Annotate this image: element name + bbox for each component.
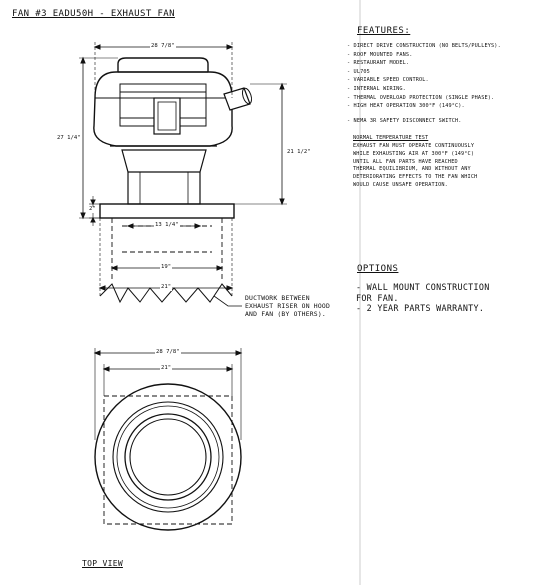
dim-overall-width: 28 7/8" [150, 43, 176, 50]
top-outer-circle [94, 383, 242, 531]
duct-break [99, 283, 233, 304]
option-line: - WALL MOUNT CONSTRUCTION [356, 282, 490, 292]
drawing-title: FAN #3 EADU50H - EXHAUST FAN [12, 9, 175, 19]
feature-item: - UL705 [347, 68, 370, 75]
curb-base [99, 203, 235, 219]
feature-item: - DIRECT DRIVE CONSTRUCTION (NO BELTS/PU… [347, 43, 501, 49]
dim-top-inner: 21" [160, 365, 173, 372]
normal-test-line: THERMAL EQUILIBRIUM, AND WITHOUT ANY [353, 166, 471, 173]
dim-curb-21: 21" [160, 284, 173, 291]
top-ring-1 [112, 401, 224, 513]
ductwork-note-line: DUCTWORK BETWEEN [245, 294, 310, 302]
dim-base-height: 2" [88, 206, 97, 213]
dim-curb-19: 19" [160, 264, 173, 271]
normal-test-line: EXHAUST FAN MUST OPERATE CONTINUOUSLY [353, 143, 475, 149]
option-line: FOR FAN. [356, 292, 399, 303]
feature-item: - VARIABLE SPEED CONTROL. [347, 77, 429, 84]
top-ring-2 [116, 405, 220, 509]
feature-item: - RESTAURANT MODEL. [347, 60, 410, 67]
normal-test-heading: NORMAL TEMPERATURE TEST [353, 135, 429, 141]
feature-item: - ROOF MOUNTED FANS. [347, 51, 413, 58]
option-line: - 2 YEAR PARTS WARRANTY. [356, 303, 485, 313]
feature-item: - INTERNAL WIRING. [347, 85, 406, 92]
dim-height-to-base: 21 1/2" [286, 149, 312, 156]
ductwork-note-line: EXHAUST RISER ON HOOD [245, 301, 330, 310]
options-heading: OPTIONS [357, 264, 399, 274]
neck [127, 172, 201, 205]
inner-cone [121, 149, 207, 173]
normal-test-line: UNTIL ALL FAN PARTS HAVE REACHED [353, 158, 458, 165]
motor-cap [117, 57, 209, 72]
hood-dome [94, 71, 233, 99]
features-heading: FEATURES: [357, 26, 411, 36]
normal-test-line: WHILE EXHAUSTING AIR AT 300°F (149°C) [353, 150, 475, 157]
normal-test-line: WOULD CAUSE UNSAFE OPERATION. [353, 181, 448, 188]
top-curb-dashed [103, 395, 233, 525]
top-view-label: TOP VIEW [82, 559, 123, 568]
ductwork-note-line: AND FAN (BY OTHERS). [245, 309, 326, 318]
feature-item: - HIGH HEAT OPERATION 300°F (149°C). [347, 103, 465, 110]
feature-item: - THERMAL OVERLOAD PROTECTION (SINGLE PH… [347, 94, 495, 101]
dim-neck-width: 13 1/4" [154, 222, 180, 229]
ductwork-note: DUCTWORK BETWEEN EXHAUST RISER ON HOOD A… [245, 294, 330, 318]
dim-overall-height: 27 1/4" [56, 135, 82, 142]
features-list: - DIRECT DRIVE CONSTRUCTION (NO BELTS/PU… [347, 42, 501, 111]
top-ring-3 [124, 413, 212, 501]
options-list: - WALL MOUNT CONSTRUCTION FOR FAN. - 2 Y… [356, 282, 490, 314]
normal-test-body: EXHAUST FAN MUST OPERATE CONTINUOUSLY WH… [353, 143, 477, 190]
normal-test-line: DETERIORATING EFFECTS TO THE FAN WHICH [353, 174, 478, 181]
breather-tube [223, 87, 251, 111]
nema-switch-note: - NEMA 3R SAFETY DISCONNECT SWITCH. [347, 118, 462, 124]
top-inner-circle [129, 418, 207, 496]
dim-top-overall: 28 7/8" [155, 349, 181, 356]
